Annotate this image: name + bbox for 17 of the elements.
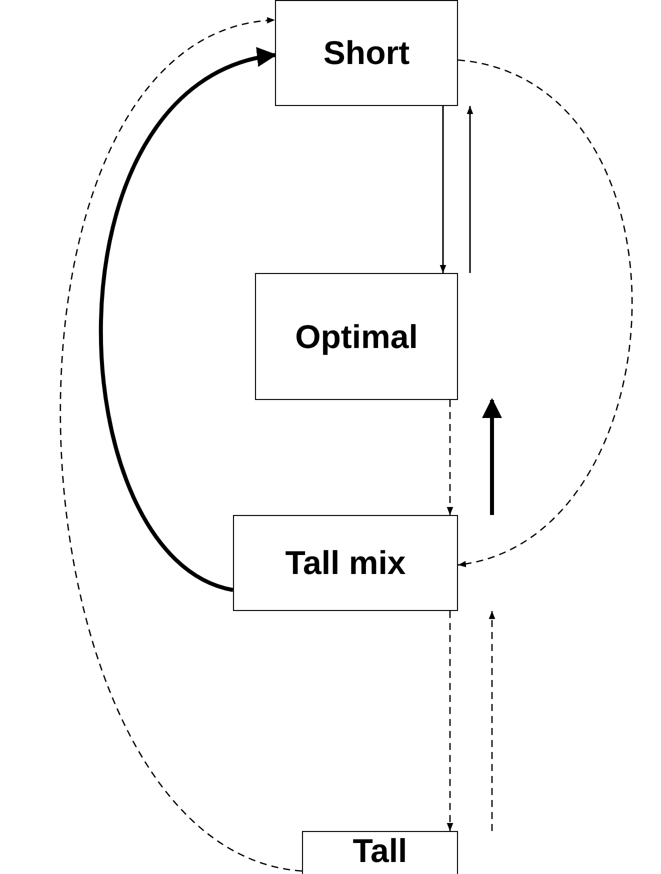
state-box xyxy=(233,515,458,611)
state-label: Tall xyxy=(352,832,408,870)
arrow xyxy=(482,398,502,515)
state-label: Tall mix xyxy=(285,544,406,582)
state-label: Short xyxy=(323,34,410,72)
state-box xyxy=(255,273,458,400)
arrow xyxy=(446,400,454,515)
state-box xyxy=(302,831,458,874)
state-label: Optimal xyxy=(295,318,418,356)
arrow xyxy=(458,59,632,566)
arrow xyxy=(466,106,474,273)
arrow xyxy=(440,106,446,273)
state-box xyxy=(275,0,458,106)
arrow xyxy=(60,18,302,872)
arrow xyxy=(99,50,277,592)
arrow xyxy=(446,611,454,831)
arrow xyxy=(488,611,496,831)
